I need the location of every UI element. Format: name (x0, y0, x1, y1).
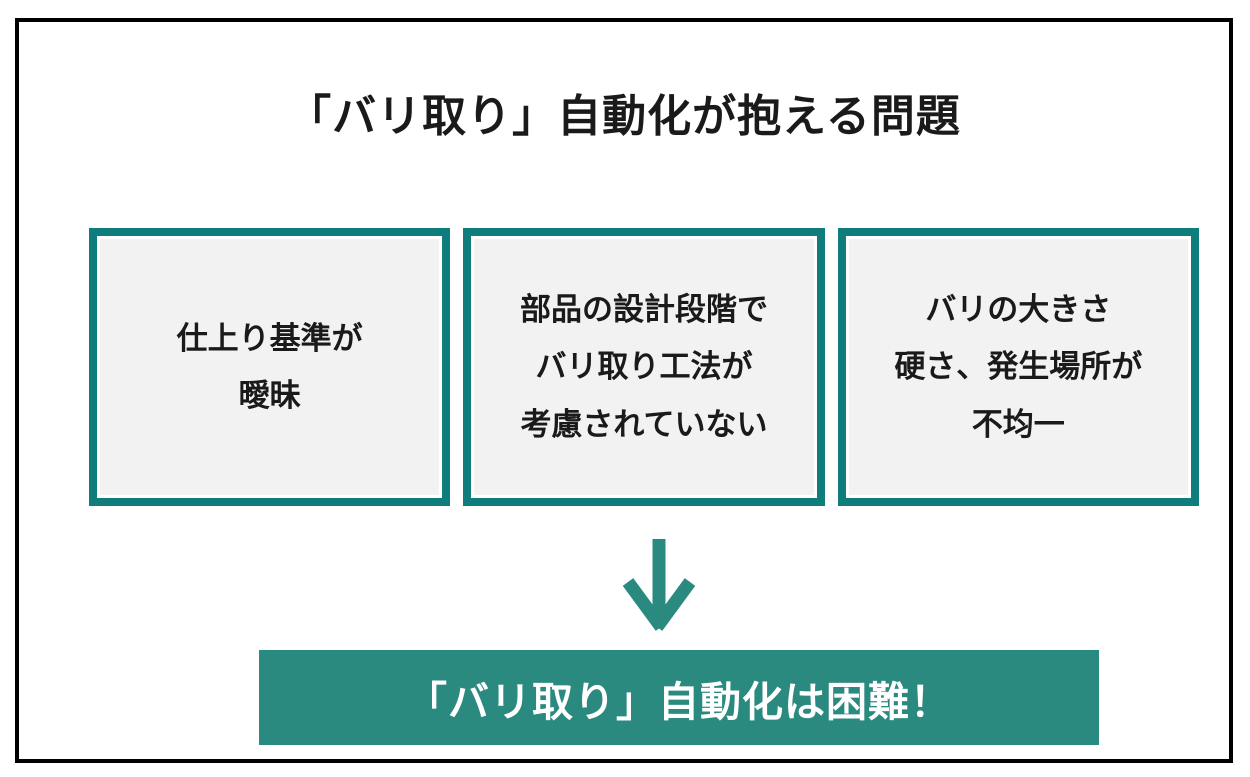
problem-box-text: 部品の設計段階で バリ取り工法が 考慮されていない (519, 291, 768, 442)
problem-box-text: 仕上り基準が 曖昧 (176, 320, 363, 413)
conclusion-banner-label: 「バリ取り」自動化は困難！ (406, 678, 952, 725)
slide-frame: 「バリ取り」自動化が抱える問題 仕上り基準が 曖昧 部品の設計段階で バリ取り工… (15, 18, 1233, 763)
problem-box-text: バリの大きさ 硬さ、発生場所が 不均一 (894, 291, 1143, 442)
down-arrow-icon (622, 539, 696, 631)
problem-box-row: 仕上り基準が 曖昧 部品の設計段階で バリ取り工法が 考慮されていない バリの大… (89, 228, 1199, 506)
problem-box-finishing-standard: 仕上り基準が 曖昧 (89, 228, 451, 506)
problem-box-burr-variability: バリの大きさ 硬さ、発生場所が 不均一 (837, 228, 1199, 506)
problem-box-design-stage: 部品の設計段階で バリ取り工法が 考慮されていない (463, 228, 825, 506)
page-title: 「バリ取り」自動化が抱える問題 (287, 92, 961, 141)
conclusion-banner: 「バリ取り」自動化は困難！ (259, 650, 1099, 745)
